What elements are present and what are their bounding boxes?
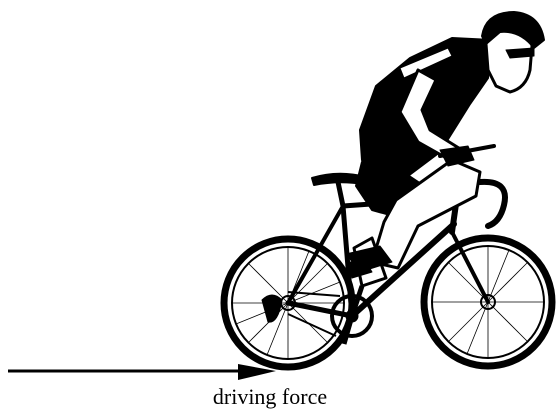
drivetrain (262, 286, 372, 344)
driving-force-label: driving force (150, 386, 390, 408)
driving-force-arrow (8, 364, 276, 380)
